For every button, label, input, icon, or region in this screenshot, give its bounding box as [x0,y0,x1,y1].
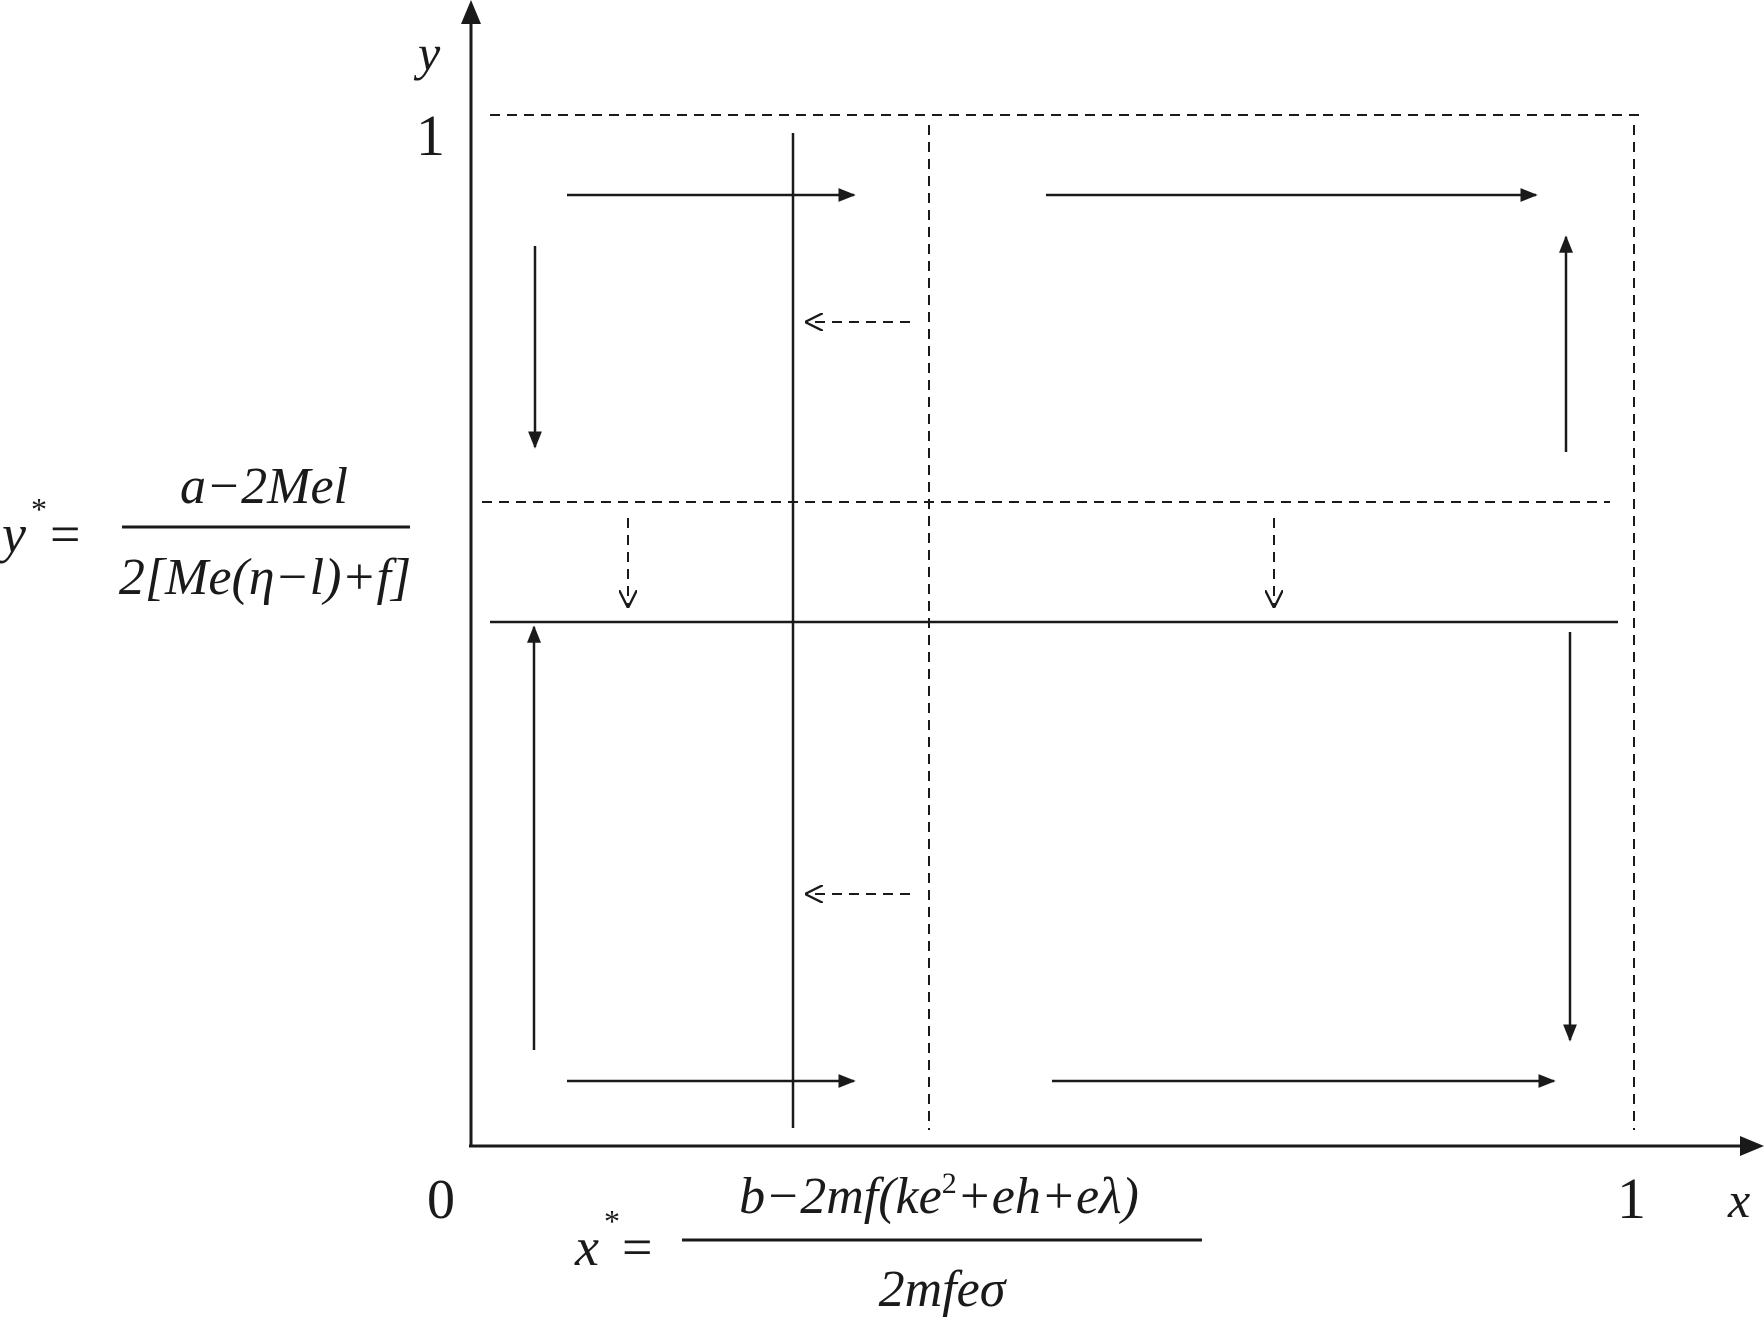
y-one-label: 1 [416,103,445,168]
x-star-equals: = [622,1217,652,1277]
y-star-numerator: a−2Mel [180,458,348,515]
x-star-formula: x * = b−2mf(ke2+eh+eλ) 2mfeσ [574,1167,1202,1318]
y-star-formula: y * = a−2Mel 2[Me(η−l)+f] [0,458,411,606]
y-axis-arrow-icon [461,0,481,24]
x-axis-label: x [1727,1172,1750,1228]
x-star-numerator-main: b−2mf(ke [739,1168,942,1225]
x-one-label: 1 [1617,1166,1646,1231]
y-star-asterisk: * [31,491,47,527]
x-star-numerator-sup: 2 [942,1167,957,1200]
y-star-lhs: y [0,504,26,564]
x-star-denominator: 2mfeσ [879,1261,1008,1318]
y-axis-label: y [413,25,441,81]
y-star-equals: = [50,504,80,564]
x-star-lhs: x [574,1217,599,1277]
y-star-denominator: 2[Me(η−l)+f] [119,549,411,606]
x-axis-arrow-icon [1740,1136,1764,1156]
origin-label: 0 [427,1169,455,1231]
x-star-numerator-rest: +eh+eλ) [957,1168,1139,1225]
x-star-asterisk: * [604,1203,620,1239]
x-star-numerator: b−2mf(ke2+eh+eλ) [739,1167,1139,1225]
